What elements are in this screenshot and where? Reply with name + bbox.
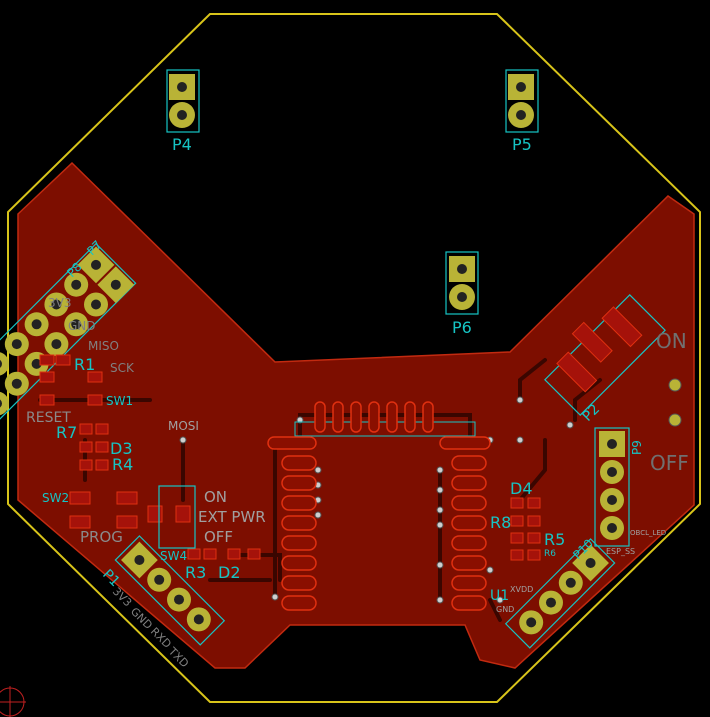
ref-r1: R1 bbox=[74, 355, 95, 374]
connector-p6: P6 bbox=[445, 251, 479, 337]
silk-p1-txd: TXD bbox=[165, 644, 191, 670]
ref-p9: P9 bbox=[630, 440, 644, 455]
origin-crosshair-icon bbox=[0, 686, 26, 717]
vias bbox=[179, 378, 682, 604]
ref-sw1: SW1 bbox=[106, 394, 133, 408]
smd-parts bbox=[39, 354, 541, 561]
connector-p5: P5 bbox=[505, 69, 539, 154]
connector-p1 bbox=[114, 535, 226, 646]
silk-prog: PROG bbox=[80, 528, 123, 546]
sw4-outline bbox=[158, 485, 196, 549]
ref-r4: R4 bbox=[112, 455, 133, 474]
ref-sw2: SW2 bbox=[42, 491, 69, 505]
silk-gnd: GND bbox=[68, 319, 96, 333]
silk-on-big: ON bbox=[656, 329, 687, 353]
ref-sw4: SW4 bbox=[160, 549, 187, 563]
board-outline bbox=[7, 13, 701, 703]
silk-esp-ss: ESP_SS bbox=[606, 547, 635, 556]
silk-mosi: MOSI bbox=[168, 419, 199, 433]
ref-r7: R7 bbox=[56, 423, 77, 442]
ref-r3: R3 bbox=[185, 563, 206, 582]
ref-p5: P5 bbox=[512, 135, 532, 154]
silk-3v3: 3V3 bbox=[48, 296, 71, 310]
silk-ext-pwr: EXT PWR bbox=[198, 508, 266, 526]
silk-u1-gnd: GND bbox=[496, 605, 514, 614]
ref-p6: P6 bbox=[452, 318, 472, 337]
ref-u1: U1 bbox=[490, 588, 509, 604]
silk-obcl-led: OBCL_LED bbox=[630, 529, 666, 537]
component-p2 bbox=[544, 294, 666, 416]
ref-d4: D4 bbox=[510, 479, 533, 498]
silk-reset: RESET bbox=[26, 410, 71, 426]
silk-xvdd: XVDD bbox=[510, 585, 533, 594]
ref-d3: D3 bbox=[110, 439, 133, 458]
connector-p9: P9 bbox=[594, 427, 644, 547]
ref-r6: R6 bbox=[544, 549, 556, 559]
silk-off-big: OFF bbox=[650, 451, 689, 475]
silk-miso: MISO bbox=[88, 339, 119, 353]
silk-on: ON bbox=[204, 488, 227, 506]
ref-p4: P4 bbox=[172, 135, 192, 154]
ref-d2: D2 bbox=[218, 563, 241, 582]
connector-p4: P4 bbox=[166, 69, 200, 154]
silk-off: OFF bbox=[204, 528, 233, 546]
silk-sck: SCK bbox=[110, 361, 135, 375]
module-u1: U1 bbox=[267, 401, 509, 611]
ref-r5: R5 bbox=[544, 530, 565, 549]
ref-r8: R8 bbox=[490, 513, 511, 532]
